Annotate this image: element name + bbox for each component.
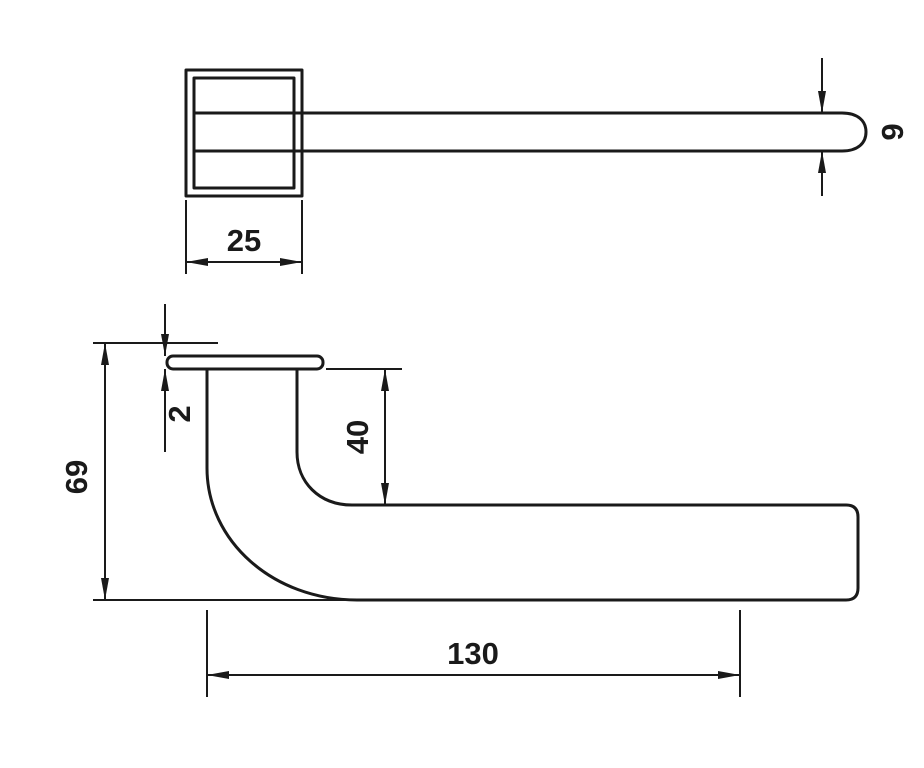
dim-label-overall-height: 69 bbox=[59, 460, 94, 494]
dim-label-neck-height: 40 bbox=[340, 420, 375, 454]
rosette-outer-square bbox=[184, 68, 304, 198]
dim-label-rosette-width: 25 bbox=[227, 223, 261, 258]
rosette-inner-square bbox=[192, 76, 296, 190]
lever-profile-outline bbox=[205, 369, 860, 602]
handle-side-view: 2 40 69 130 bbox=[59, 304, 860, 697]
mounting-plate-side-view bbox=[165, 354, 325, 371]
handle-top-view: 9 25 bbox=[184, 58, 910, 274]
dim-label-plate-thickness: 2 bbox=[162, 405, 197, 422]
lever-bar-top-view bbox=[194, 111, 868, 153]
dim-label-lever-length: 130 bbox=[447, 636, 499, 671]
dim-label-bar-thickness: 9 bbox=[875, 123, 910, 140]
